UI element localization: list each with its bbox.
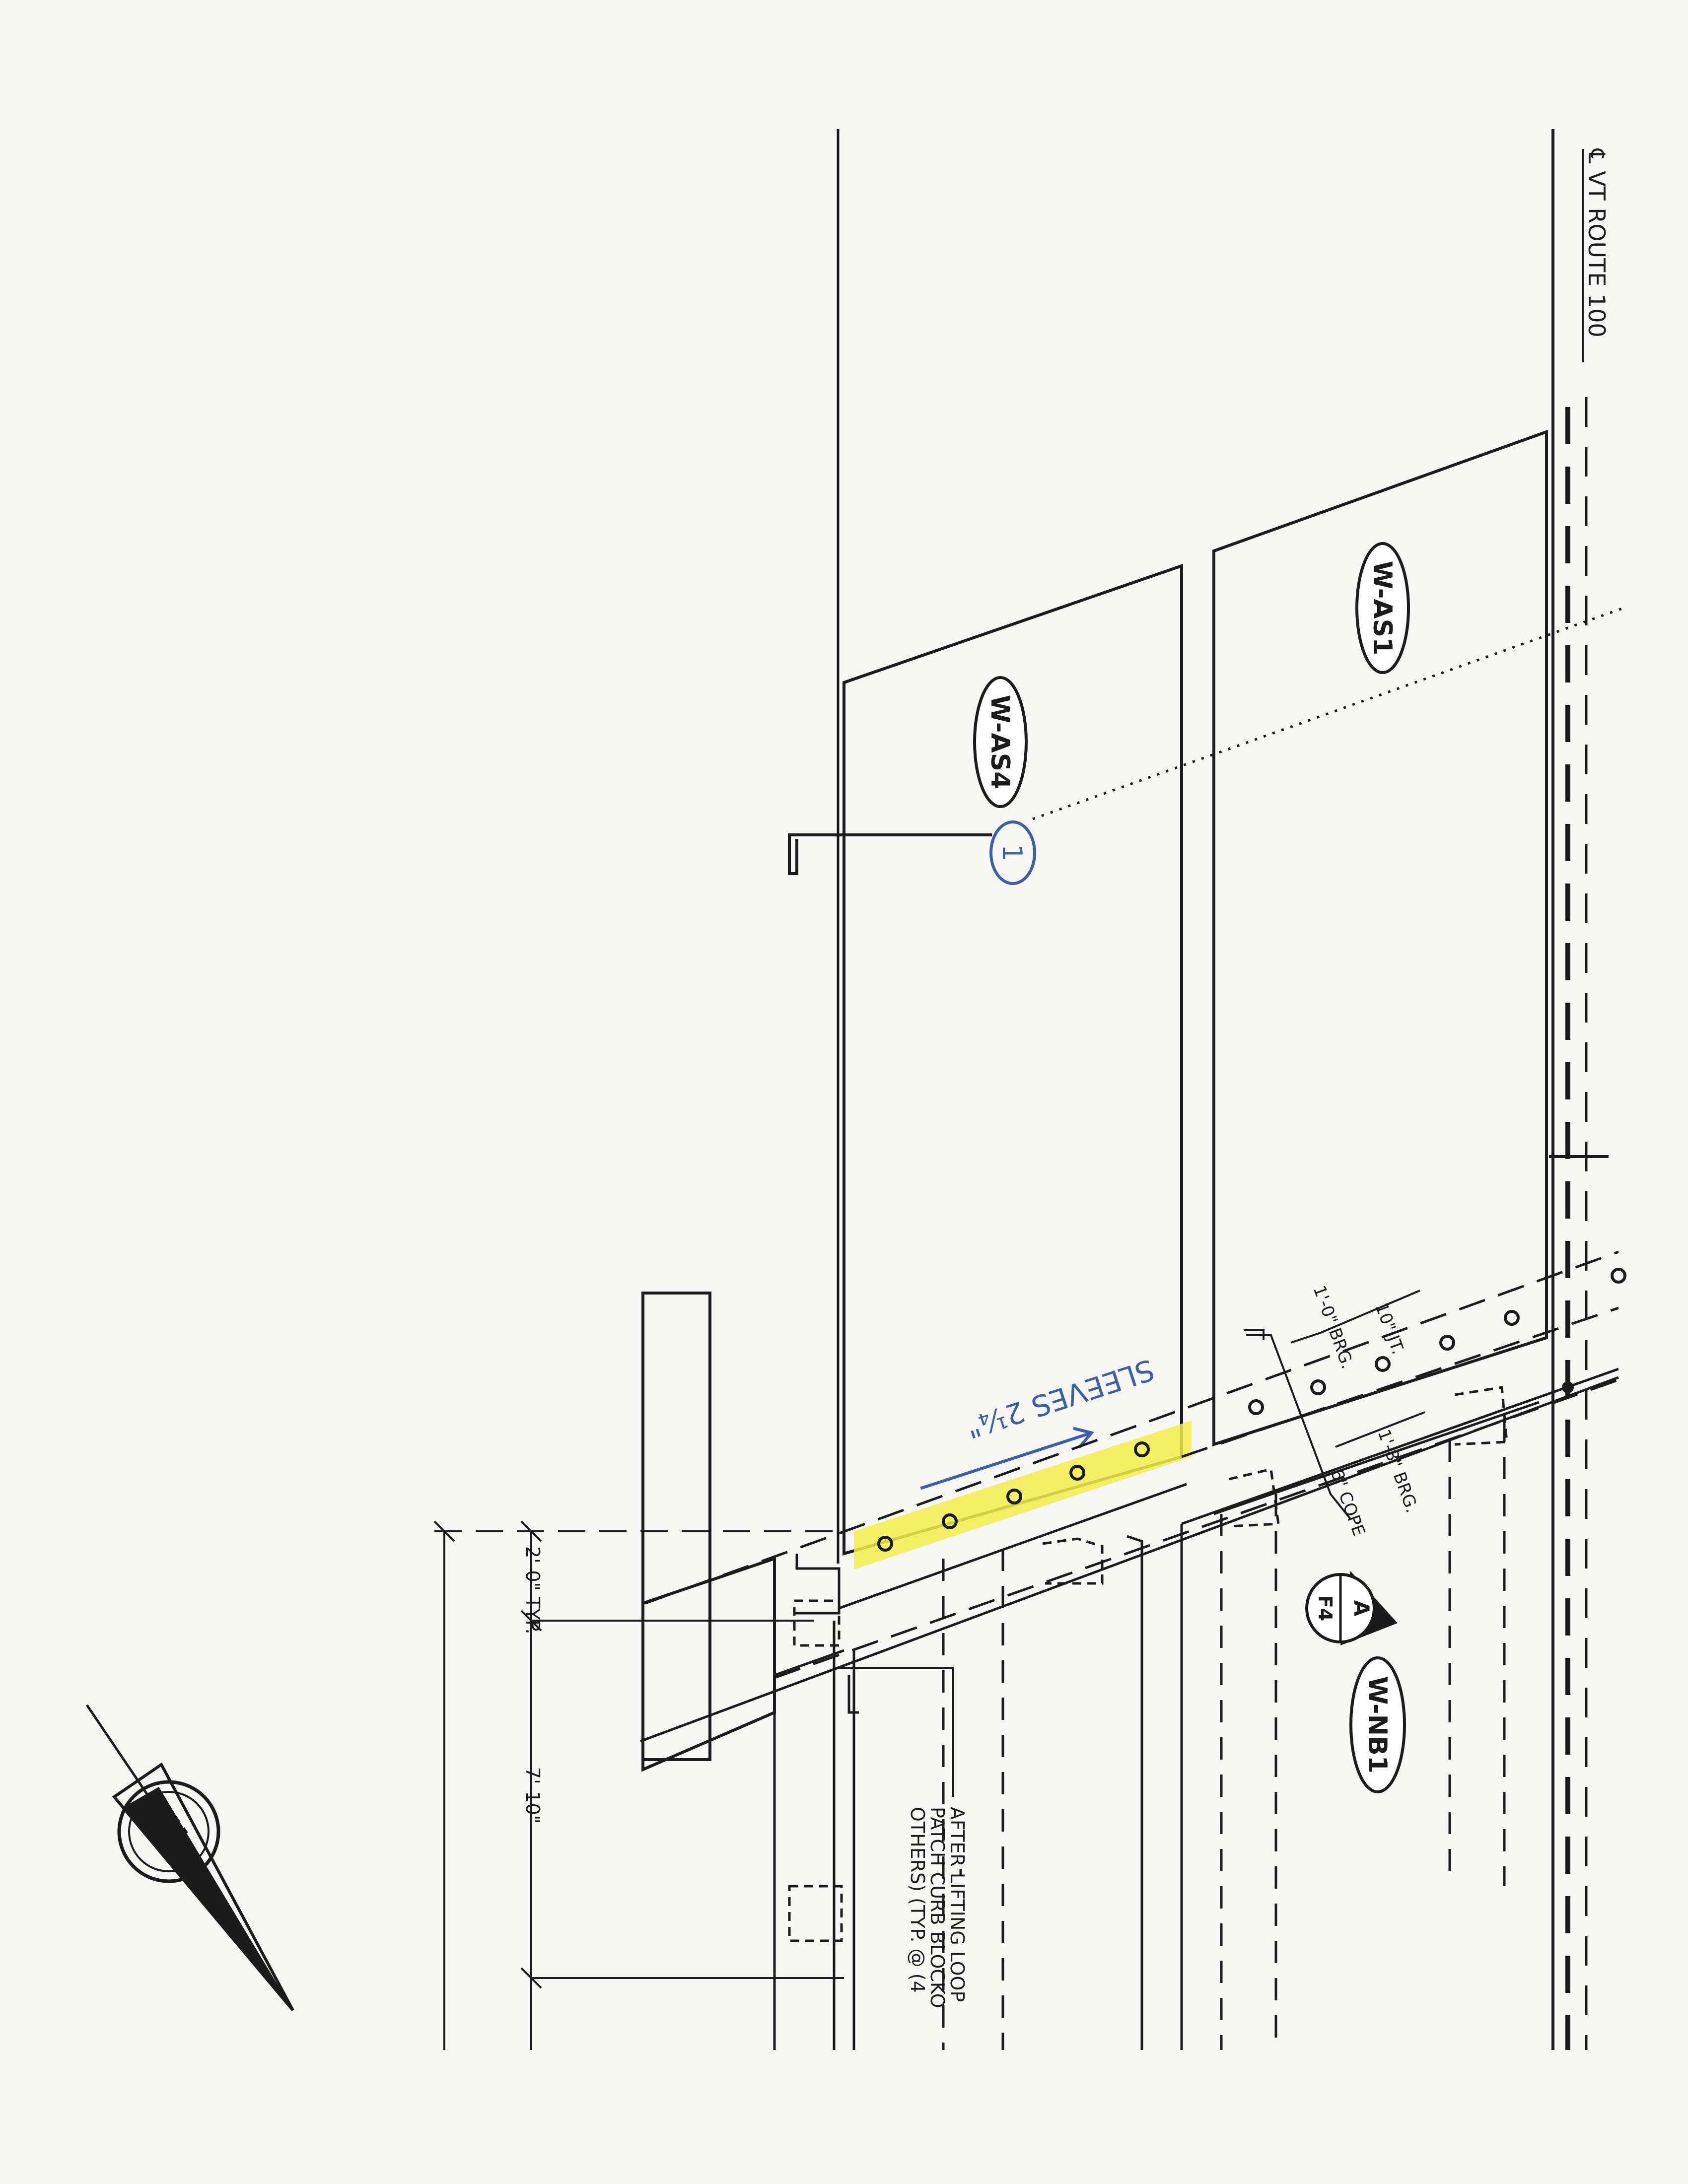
callout-circle: 1 bbox=[989, 820, 1036, 885]
svg-text:OTHERS) (TYP. @ (4: OTHERS) (TYP. @ (4 bbox=[907, 1807, 928, 1993]
svg-text:W-AS4: W-AS4 bbox=[985, 695, 1015, 789]
centerline-label: ℄ VT ROUTE 100 bbox=[1582, 148, 1610, 362]
lower-members bbox=[773, 1386, 1540, 2050]
dim-brg-top: 1'-0" BRG. bbox=[1309, 1283, 1358, 1371]
route-centerline bbox=[1549, 129, 1609, 2050]
bearing-lines bbox=[640, 1250, 1619, 1743]
svg-text:SLEEVES 2¼": SLEEVES 2¼" bbox=[962, 1353, 1159, 1445]
svg-text:1'-0" BRG.: 1'-0" BRG. bbox=[1309, 1283, 1358, 1371]
svg-text:F4: F4 bbox=[1314, 1595, 1336, 1621]
svg-text:7'-10": 7'-10" bbox=[522, 1767, 544, 1824]
dim-overall: 7'-10" bbox=[522, 1767, 544, 1824]
dim-spacing: 2'-0" TYP. bbox=[522, 1546, 544, 1635]
sleeve-highlight bbox=[854, 1421, 1192, 1570]
svg-text:AFTER LIFTING LOOP: AFTER LIFTING LOOP bbox=[946, 1807, 968, 2002]
dim-cope: 6" COPE bbox=[1327, 1466, 1369, 1539]
route-label-text: ℄ VT ROUTE 100 bbox=[1583, 148, 1610, 338]
north-arrow-icon: N bbox=[85, 1704, 294, 2011]
svg-text:W-NB1: W-NB1 bbox=[1362, 1676, 1392, 1774]
svg-text:W-AS1: W-AS1 bbox=[1367, 561, 1397, 655]
svg-text:A: A bbox=[1349, 1600, 1374, 1617]
panel-tag-w-nb1: W-NB1 bbox=[1349, 1656, 1406, 1793]
dimension-lines bbox=[433, 1520, 844, 2050]
panel-w-as1: W-AS1 bbox=[1212, 429, 1626, 1447]
panel-tag-w-as1: W-AS1 bbox=[1355, 542, 1410, 674]
lifting-loop-note: AFTER LIFTING LOOP PATCH CURB BLOCKO OTH… bbox=[907, 1807, 968, 2008]
svg-text:2'-0" TYP.: 2'-0" TYP. bbox=[522, 1546, 544, 1635]
svg-text:1: 1 bbox=[996, 844, 1028, 861]
panel-tag-w-as4: W-AS4 bbox=[973, 676, 1028, 808]
sleeve-holes bbox=[877, 1441, 1150, 1552]
svg-text:6" COPE: 6" COPE bbox=[1327, 1466, 1369, 1539]
section-marker: A F4 bbox=[1305, 1571, 1398, 1645]
panel-w-as4: W-AS4 1 SLEEVES 2¼" bbox=[788, 563, 1624, 1570]
svg-text:PATCH CURB BLOCKO: PATCH CURB BLOCKO bbox=[926, 1807, 948, 2008]
bearing-dimensions bbox=[1244, 1290, 1425, 1520]
